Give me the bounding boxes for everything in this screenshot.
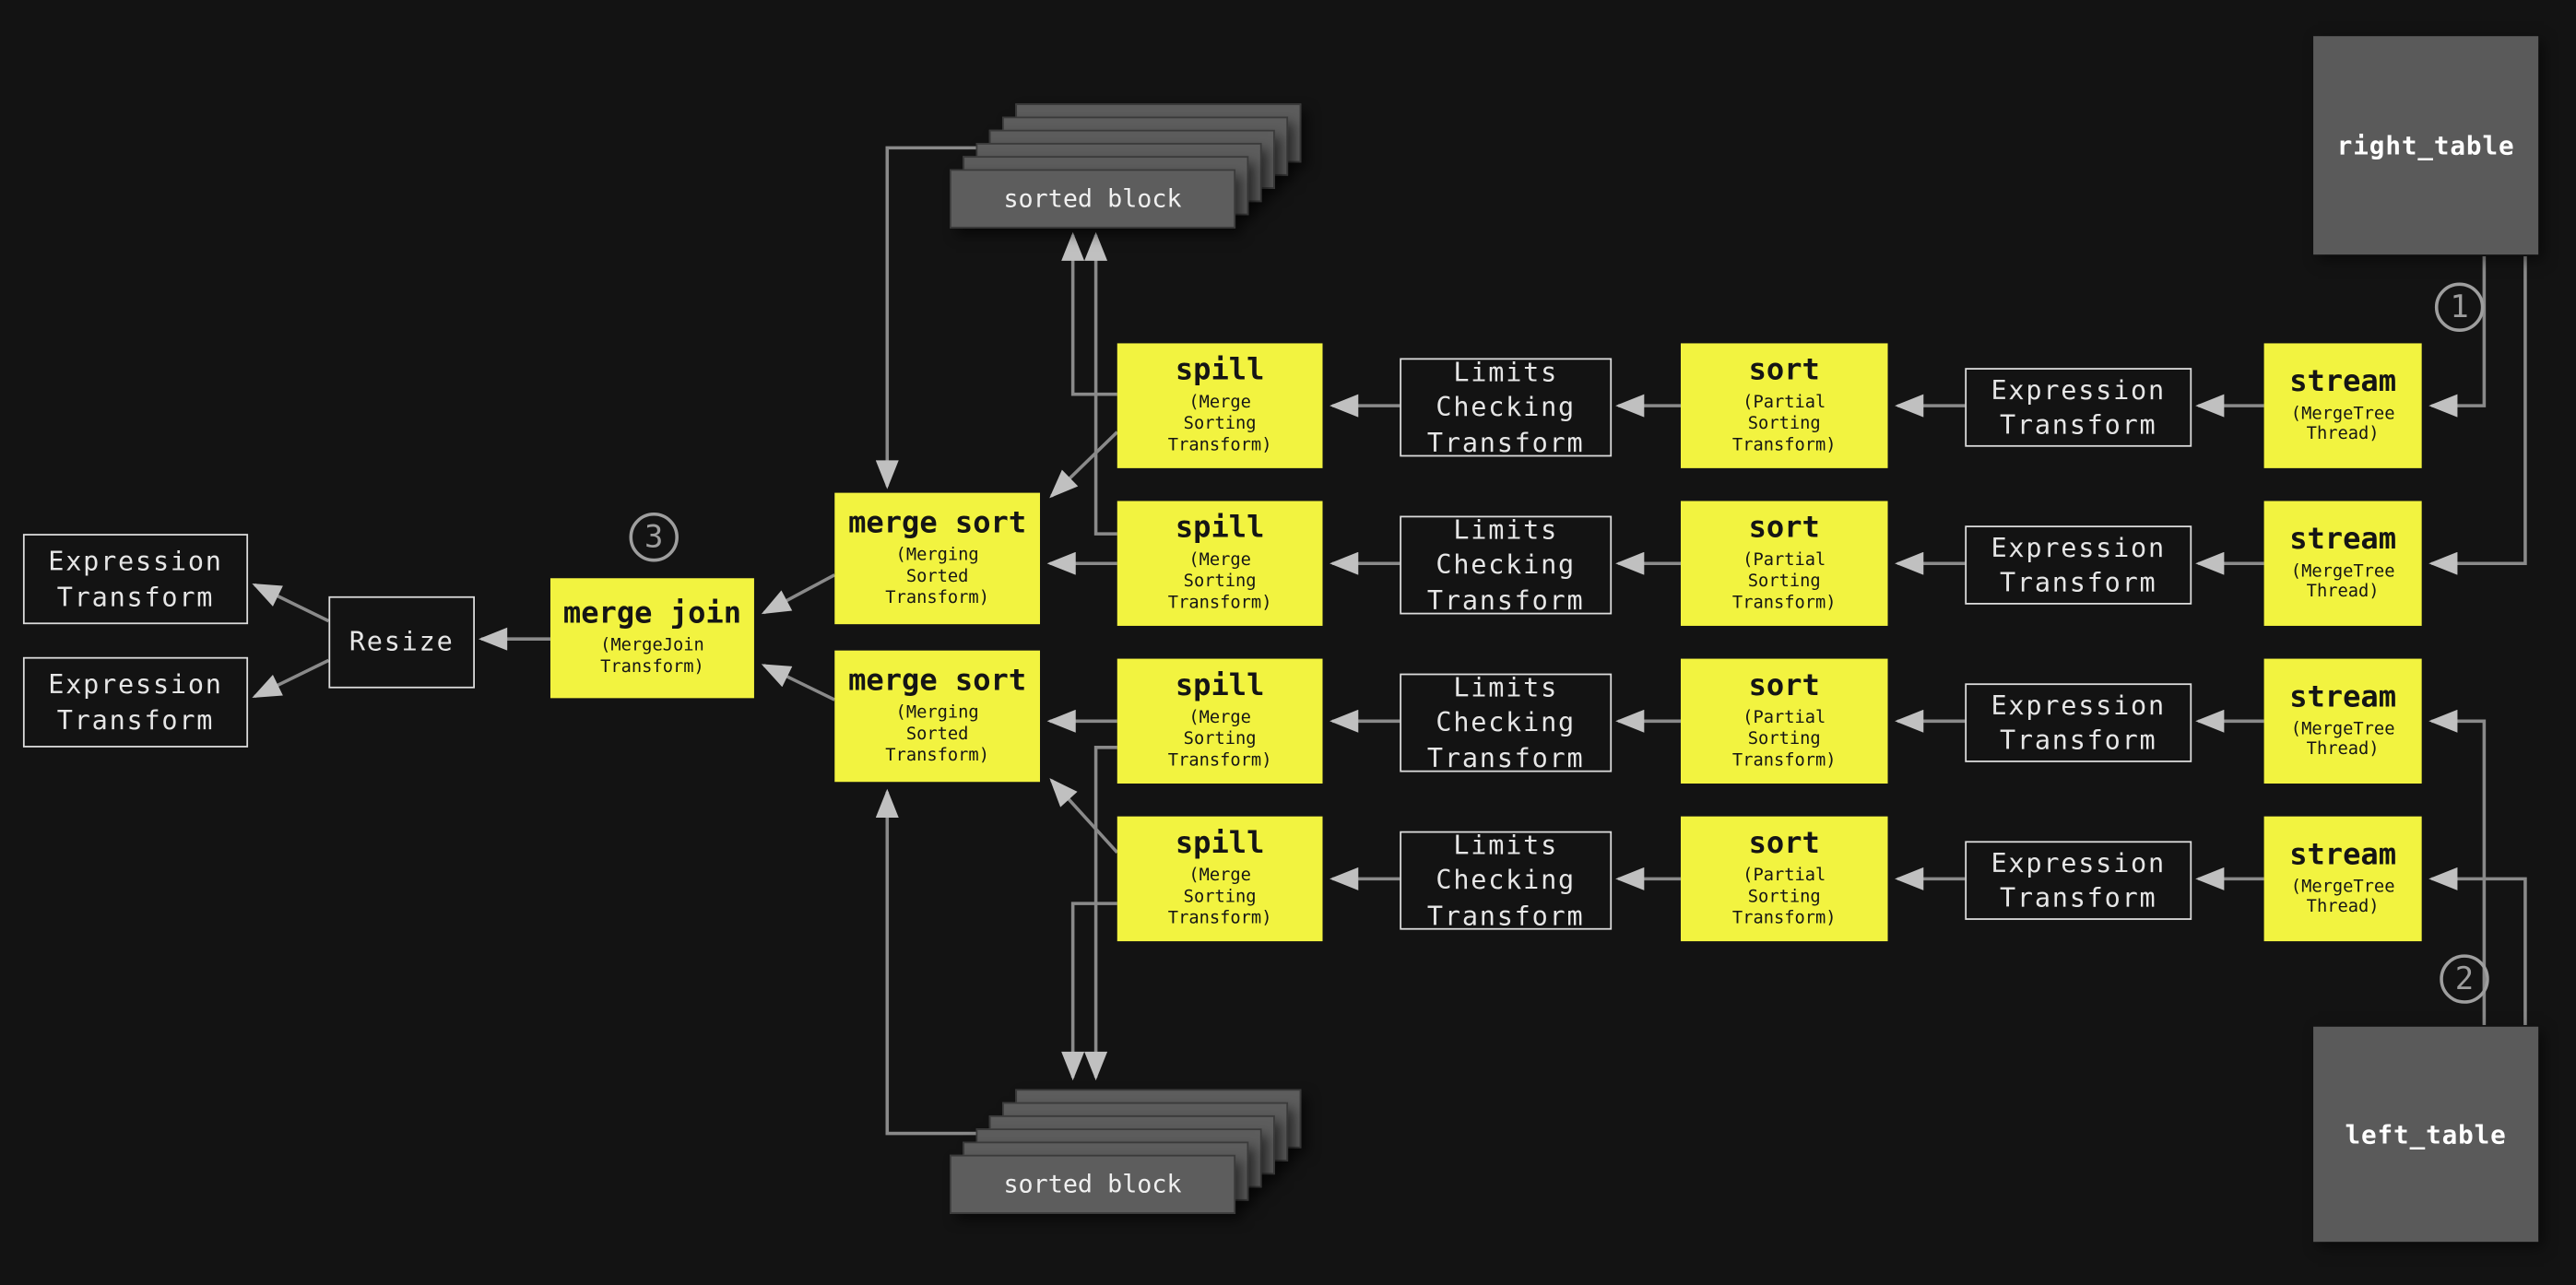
wire-sortedblockbottom-mergesort2	[875, 788, 980, 1136]
merge-join-subtitle: (MergeJoin Transform)	[600, 635, 704, 677]
stream-title: stream	[2289, 837, 2397, 872]
spill-box-3: spill (Merge Sorting Transform)	[1117, 658, 1323, 784]
expression-box-1: Expression Transform	[1965, 368, 2192, 447]
wire-spill4-mergesort2	[1049, 778, 1119, 855]
limits-label: Limits Checking Transform	[1426, 672, 1585, 773]
stream-subtitle: (MergeTree Thread)	[2290, 876, 2395, 918]
sort-subtitle: (Partial Sorting Transform)	[1731, 708, 1837, 771]
expression-label: Expression Transform	[1991, 532, 2166, 598]
sorted-block-bottom-label: sorted block	[1003, 1169, 1182, 1199]
limits-label: Limits Checking Transform	[1426, 514, 1585, 616]
stream-subtitle: (MergeTree Thread)	[2290, 403, 2395, 444]
sorted-block-bottom-front: sorted block	[949, 1154, 1236, 1214]
sort-subtitle: (Partial Sorting Transform)	[1731, 866, 1837, 928]
expression-box-4: Expression Transform	[1965, 841, 2192, 920]
merge-sort-title: merge sort	[848, 664, 1027, 700]
stream-title: stream	[2289, 679, 2397, 714]
sort-box-4: sort (Partial Sorting Transform)	[1680, 816, 1888, 942]
stream-title: stream	[2289, 364, 2397, 399]
sort-subtitle: (Partial Sorting Transform)	[1731, 550, 1837, 613]
limits-label: Limits Checking Transform	[1426, 357, 1585, 458]
right-table-box: right_table	[2313, 36, 2539, 255]
wire-spill4-sortedblock-bottom	[1061, 902, 1117, 1081]
spill-subtitle: (Merge Sorting Transform)	[1167, 550, 1272, 613]
expression-label: Expression Transform	[48, 546, 223, 612]
badge-2: 2	[2440, 954, 2489, 1004]
stream-subtitle: (MergeTree Thread)	[2290, 718, 2395, 760]
spill-title: spill	[1175, 668, 1265, 704]
badge-2-label: 2	[2454, 961, 2475, 997]
sort-title: sort	[1748, 353, 1820, 389]
merge-join-title: merge join	[562, 596, 742, 631]
sort-title: sort	[1748, 511, 1820, 547]
spill-box-1: spill (Merge Sorting Transform)	[1117, 343, 1323, 468]
expression-label: Expression Transform	[1991, 847, 2166, 914]
limits-label: Limits Checking Transform	[1426, 830, 1585, 931]
limits-box-3: Limits Checking Transform	[1400, 672, 1613, 773]
output-expression-box-2: Expression Transform	[22, 656, 249, 748]
merge-sort-subtitle: (Merging Sorted Transform)	[885, 545, 989, 607]
output-expression-box-1: Expression Transform	[22, 534, 249, 625]
expression-label: Expression Transform	[1991, 374, 2166, 441]
merge-sort-box-1: merge sort (Merging Sorted Transform)	[834, 492, 1041, 625]
resize-box: Resize	[328, 595, 475, 689]
spill-subtitle: (Merge Sorting Transform)	[1167, 393, 1272, 455]
merge-sort-box-2: merge sort (Merging Sorted Transform)	[834, 650, 1041, 783]
stream-box-3: stream (MergeTree Thread)	[2263, 658, 2422, 784]
wire-righttable-stream2	[2428, 255, 2527, 575]
right-table-label: right_table	[2336, 130, 2515, 160]
stream-box-1: stream (MergeTree Thread)	[2263, 343, 2422, 468]
merge-sort-title: merge sort	[848, 506, 1027, 542]
merge-join-box: merge join (MergeJoin Transform)	[549, 578, 754, 699]
wire-spill1-sortedblock-top	[1061, 231, 1117, 396]
badge-1: 1	[2434, 282, 2485, 332]
badge-3-label: 3	[644, 519, 664, 556]
spill-box-2: spill (Merge Sorting Transform)	[1117, 501, 1323, 626]
spill-title: spill	[1175, 353, 1265, 389]
limits-box-4: Limits Checking Transform	[1400, 830, 1613, 931]
stream-box-4: stream (MergeTree Thread)	[2263, 816, 2422, 942]
spill-subtitle: (Merge Sorting Transform)	[1167, 708, 1272, 771]
wire-spill1-mergesort1	[1049, 430, 1119, 499]
spill-box-4: spill (Merge Sorting Transform)	[1117, 816, 1323, 942]
sorted-block-top-front: sorted block	[949, 169, 1236, 229]
wire-mergesort2-mergejoin	[761, 664, 836, 701]
spill-subtitle: (Merge Sorting Transform)	[1167, 866, 1272, 928]
limits-box-2: Limits Checking Transform	[1400, 514, 1613, 616]
sort-box-2: sort (Partial Sorting Transform)	[1680, 501, 1888, 626]
expression-label: Expression Transform	[48, 668, 223, 736]
wire-lefttable-stream3	[2428, 709, 2487, 1025]
sort-box-3: sort (Partial Sorting Transform)	[1680, 658, 1888, 784]
badge-3: 3	[629, 512, 679, 562]
wire-spill2-sortedblock-top	[1084, 231, 1117, 536]
sort-title: sort	[1748, 827, 1820, 862]
spill-title: spill	[1175, 511, 1265, 547]
limits-box-1: Limits Checking Transform	[1400, 357, 1613, 457]
wire-sortedblocktop-mergesort1	[875, 146, 976, 489]
wire-spill3-sortedblock-bottom	[1084, 746, 1117, 1081]
resize-label: Resize	[349, 626, 455, 658]
wire-resize-expr-bottom	[252, 658, 330, 699]
stream-title: stream	[2289, 522, 2397, 557]
sort-subtitle: (Partial Sorting Transform)	[1731, 393, 1837, 455]
stream-subtitle: (MergeTree Thread)	[2290, 560, 2395, 602]
wire-resize-expr-top	[252, 583, 330, 623]
stream-box-2: stream (MergeTree Thread)	[2263, 501, 2422, 626]
sort-title: sort	[1748, 668, 1820, 704]
expression-label: Expression Transform	[1991, 690, 2166, 756]
spill-title: spill	[1175, 827, 1265, 862]
expression-box-3: Expression Transform	[1965, 683, 2192, 762]
expression-box-2: Expression Transform	[1965, 525, 2192, 605]
merge-sort-subtitle: (Merging Sorted Transform)	[885, 703, 989, 766]
wire-mergesort1-mergejoin	[761, 573, 836, 615]
sorted-block-top-label: sorted block	[1003, 183, 1182, 214]
sort-box-1: sort (Partial Sorting Transform)	[1680, 343, 1888, 468]
left-table-box: left_table	[2313, 1026, 2539, 1243]
left-table-label: left_table	[2345, 1119, 2507, 1149]
badge-1-label: 1	[2450, 289, 2469, 325]
wire-lefttable-stream4	[2428, 866, 2527, 1025]
